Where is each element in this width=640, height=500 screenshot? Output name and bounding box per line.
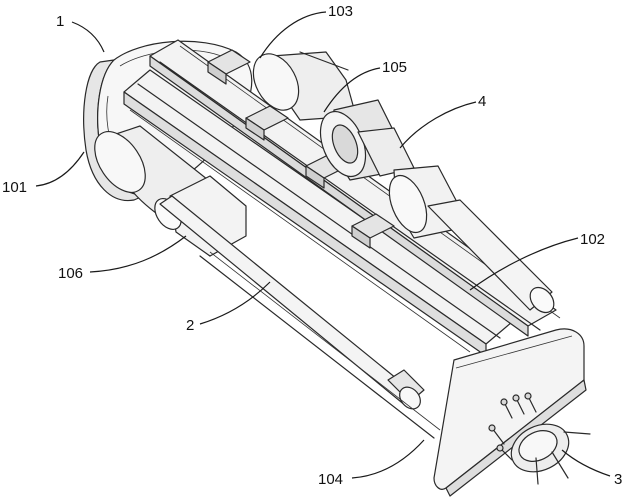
label-4: 4 <box>478 93 486 110</box>
label-106: 106 <box>58 265 83 282</box>
frame-rails <box>123 39 561 357</box>
drive-shaft <box>357 127 555 314</box>
label-3: 3 <box>614 471 622 488</box>
label-2: 2 <box>186 317 194 334</box>
end-plate <box>433 328 587 497</box>
label-105: 105 <box>382 59 407 76</box>
label-101: 101 <box>2 179 27 196</box>
rotary-head <box>488 392 591 485</box>
label-103: 103 <box>328 3 353 20</box>
label-104: 104 <box>318 471 343 488</box>
label-102: 102 <box>580 231 605 248</box>
coupling-ring <box>319 99 397 181</box>
label-1: 1 <box>56 13 64 30</box>
lower-cylinder <box>94 125 247 257</box>
push-rod <box>159 195 441 439</box>
reference-labels: 1 101 103 105 4 102 106 2 104 3 <box>2 3 622 488</box>
leader-lines <box>35 11 611 479</box>
